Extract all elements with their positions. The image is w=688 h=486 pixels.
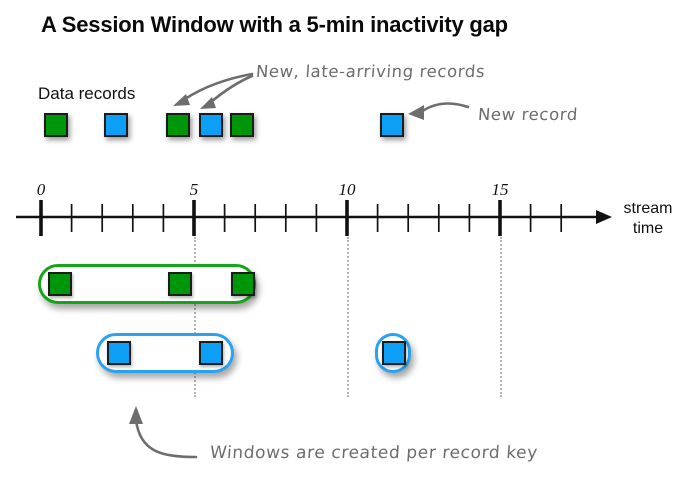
session-window-green [38, 264, 256, 304]
axis-label-line-1: stream [623, 200, 673, 217]
record-6 [380, 113, 404, 137]
axis-minor-ticks [70, 204, 563, 232]
axis-tick-label-5: 5 [189, 180, 199, 199]
time-axis [16, 200, 612, 236]
axis-tick-label-10: 10 [338, 180, 356, 199]
window-record-green-1 [48, 272, 72, 296]
window-record-blue-1 [107, 341, 131, 365]
arrow-windows-per-key [129, 406, 198, 459]
guide-t15 [500, 237, 502, 397]
axis-tick-label-15: 15 [491, 180, 509, 199]
page-title: A Session Window with a 5-min inactivity… [41, 12, 508, 37]
axis-major-ticks [39, 200, 502, 236]
record-1 [44, 113, 68, 137]
annotation-late-records: New, late-arriving records [255, 62, 486, 81]
guide-t5 [194, 237, 196, 397]
record-3 [166, 113, 190, 137]
window-record-green-3 [231, 272, 255, 296]
record-4 [199, 113, 223, 137]
data-records-label: Data records [38, 84, 136, 103]
window-record-green-2 [168, 272, 192, 296]
record-5 [230, 113, 254, 137]
window-record-blue-2 [199, 341, 223, 365]
arrow-new-record [408, 102, 470, 120]
axis-label-stream-time: stream time [612, 199, 684, 239]
window-record-blue-3 [382, 341, 406, 365]
annotation-new-record: New record [477, 105, 579, 124]
arrow-late-records-right [200, 74, 254, 109]
annotation-windows-per-key: Windows are created per record key [209, 443, 539, 463]
guide-t10 [347, 237, 349, 397]
axis-label-line-2: time [632, 220, 664, 237]
record-2 [104, 113, 128, 137]
axis-tick-label-0: 0 [36, 180, 46, 199]
arrow-late-records-left [173, 72, 254, 106]
